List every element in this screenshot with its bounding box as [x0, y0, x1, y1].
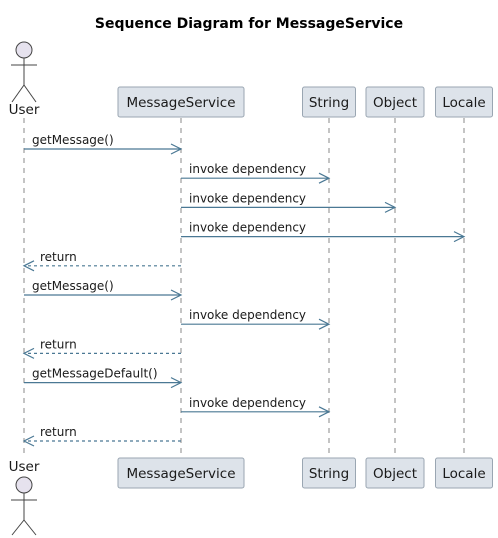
lifelines [23, 118, 465, 458]
actor-head-icon [15, 476, 33, 494]
participant-label: String [309, 95, 349, 111]
message-call: getMessage() [24, 133, 183, 155]
message-call: invoke dependency [181, 162, 331, 184]
participant-object-top: Object [365, 86, 425, 118]
message-call: invoke dependency [181, 221, 466, 243]
message-label: getMessage() [32, 279, 114, 293]
actor-leg-icon [11, 519, 25, 536]
arrowhead-icon [318, 406, 331, 418]
participant-box [117, 86, 245, 118]
actor-label-user: User [9, 102, 40, 118]
participant-messageservice-top: MessageService [117, 86, 245, 118]
message-label: invoke dependency [189, 191, 306, 205]
arrowhead-icon [170, 143, 183, 155]
participant-label: String [309, 466, 349, 482]
arrowhead-icon [318, 172, 331, 184]
message-label: invoke dependency [189, 221, 306, 235]
participant-string-top: String [302, 86, 356, 118]
arrowhead-icon [170, 289, 183, 301]
actor-leg-icon [23, 84, 37, 103]
messages: getMessage() invoke dependency invoke depe… [22, 133, 466, 447]
participant-label: Locale [442, 95, 485, 111]
arrowhead-icon [384, 201, 397, 213]
participant-locale-top: Locale [435, 86, 493, 118]
actor-user-top: User [9, 41, 40, 118]
participant-locale-bottom: Locale [435, 457, 493, 489]
participant-box [302, 457, 356, 489]
participant-label: Object [373, 95, 417, 111]
arrowhead-icon [453, 231, 466, 243]
message-label: invoke dependency [189, 162, 306, 176]
message-call: invoke dependency [181, 396, 331, 418]
message-label: getMessage() [32, 133, 114, 147]
message-return: return [22, 337, 181, 359]
message-label: getMessageDefault() [32, 367, 158, 381]
participant-messageservice-bottom: MessageService [117, 457, 245, 489]
participant-box [365, 86, 425, 118]
participant-string-bottom: String [302, 457, 356, 489]
participant-box [435, 457, 493, 489]
participant-label: MessageService [126, 466, 235, 482]
message-call: getMessageDefault() [24, 367, 183, 389]
actor-user-bottom: User [9, 459, 40, 536]
arrowhead-icon [22, 260, 35, 272]
participant-box [302, 86, 356, 118]
actor-head-icon [15, 41, 33, 59]
message-return: return [22, 250, 181, 272]
message-return: return [22, 425, 181, 447]
participant-label: Locale [442, 466, 485, 482]
message-label: return [40, 425, 77, 439]
message-label: invoke dependency [189, 396, 306, 410]
diagram-title: Sequence Diagram for MessageService [95, 16, 403, 32]
message-call: getMessage() [24, 279, 183, 301]
participant-object-bottom: Object [365, 457, 425, 489]
message-label: invoke dependency [189, 308, 306, 322]
participant-box [365, 457, 425, 489]
message-label: return [40, 250, 77, 264]
arrowhead-icon [22, 435, 35, 447]
arrowhead-icon [318, 318, 331, 330]
message-call: invoke dependency [181, 191, 397, 213]
actor-leg-icon [11, 84, 25, 103]
participant-box [435, 86, 493, 118]
actor-label-user: User [9, 459, 40, 475]
participant-label: MessageService [126, 95, 235, 111]
participants: UserUserMessageServiceMessageServiceStri… [9, 41, 493, 536]
message-label: return [40, 337, 77, 351]
actor-leg-icon [23, 519, 37, 536]
arrowhead-icon [22, 347, 35, 359]
participant-label: Object [373, 466, 417, 482]
arrowhead-icon [170, 377, 183, 389]
participant-box [117, 457, 245, 489]
message-call: invoke dependency [181, 308, 331, 330]
